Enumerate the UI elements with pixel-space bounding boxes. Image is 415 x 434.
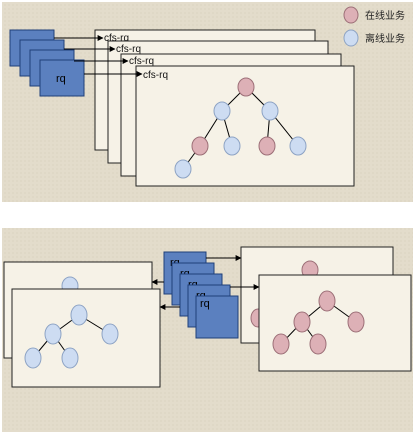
offline-legend-label: 离线业务 — [365, 32, 405, 45]
offline-task-node — [70, 304, 88, 326]
online-task-node — [309, 333, 327, 355]
offline-task-node — [223, 136, 241, 156]
card — [11, 288, 161, 388]
top-cfs-rq-cards: cfs-rq cfs-rq cfs-rq cfs-rq — [94, 29, 355, 187]
offline-task-node — [174, 159, 192, 179]
rq-box-label: rq — [56, 73, 66, 85]
offline-legend-swatch — [343, 29, 359, 47]
online-task-node — [293, 311, 311, 333]
cfs-rq-card-label: cfs-rq — [104, 33, 129, 44]
online-task-node — [237, 77, 255, 97]
bottom-arrows — [151, 255, 260, 310]
rq-box — [39, 59, 85, 97]
online-task-node — [272, 333, 290, 355]
top-tree — [174, 77, 307, 179]
online-legend-label: 在线业务 — [365, 9, 405, 22]
card — [258, 274, 412, 372]
cfs-rq-card-label: cfs-rq — [116, 44, 141, 55]
offline-task-node — [24, 347, 42, 369]
offline-task-node — [101, 323, 119, 345]
cfs-rq-card-label: cfs-rq — [143, 70, 168, 81]
rq-box — [195, 295, 239, 339]
online-task-node — [347, 311, 365, 333]
bottom-left-cards — [3, 261, 161, 388]
bottom-rq-stack: rq rq rq rq rq — [163, 251, 239, 339]
legend: 在线业务 离线业务 — [343, 6, 405, 47]
bottom-right-cards — [240, 246, 412, 372]
online-task-node — [191, 136, 209, 156]
offline-task-node — [61, 347, 79, 369]
top-rq-stack: rq rq rq rq — [9, 29, 85, 97]
cfs-rq-card-label: cfs-rq — [129, 56, 154, 67]
top-arrows — [54, 35, 143, 77]
online-task-node — [258, 136, 276, 156]
offline-task-node — [261, 101, 279, 121]
rq-box-label: rq — [200, 298, 210, 310]
online-task-node — [318, 290, 336, 312]
online-legend-swatch — [343, 6, 359, 24]
offline-task-node — [44, 323, 62, 345]
offline-task-node — [213, 101, 231, 121]
offline-task-node — [289, 136, 307, 156]
